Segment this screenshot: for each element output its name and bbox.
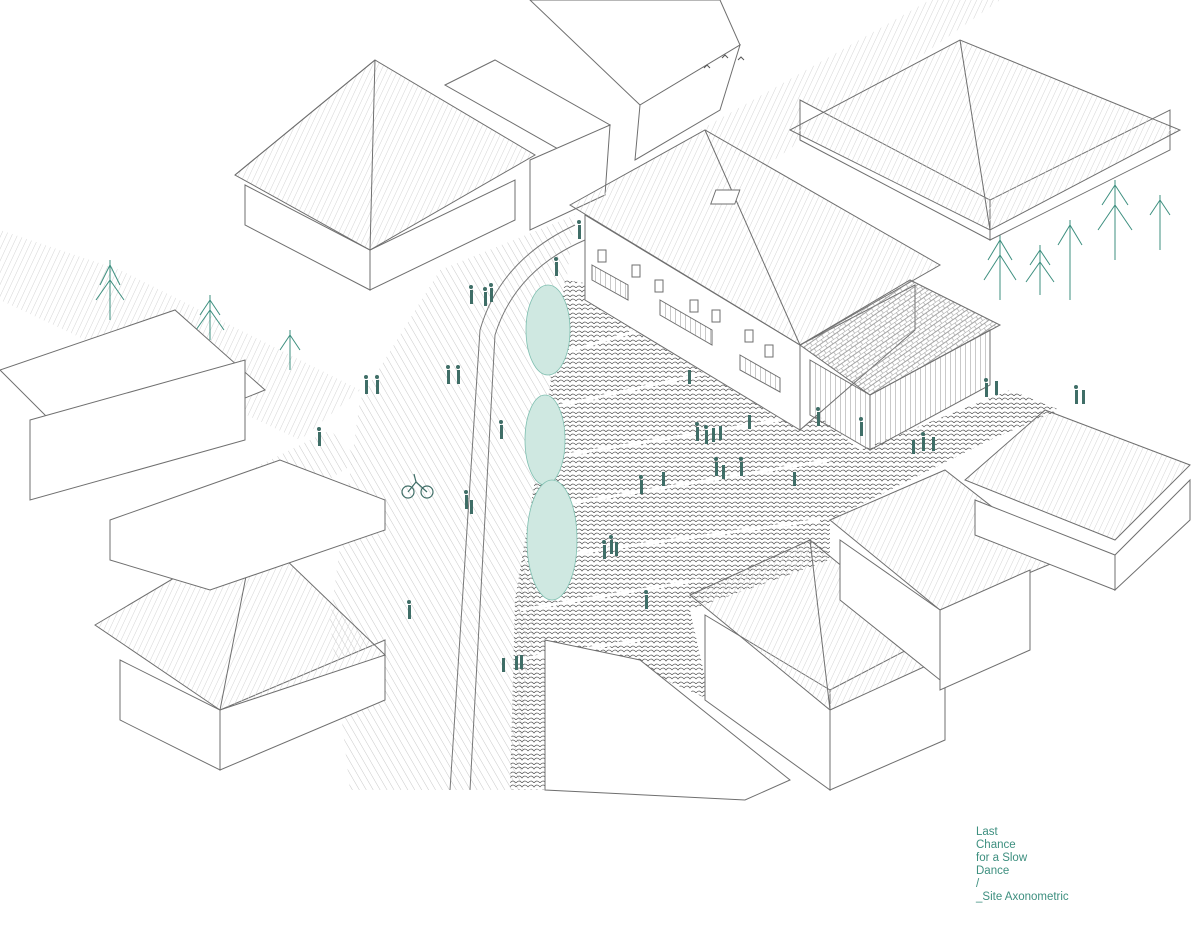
- upper-street: [700, 0, 1000, 170]
- street-curb-2: [469, 239, 586, 791]
- people: [317, 220, 1085, 672]
- cyclist: [401, 473, 434, 499]
- main-building-roof: [569, 129, 942, 346]
- piazza: [510, 280, 1060, 790]
- pavilion: [799, 279, 1002, 451]
- house-bottom-center: [689, 539, 951, 791]
- birds: [703, 54, 745, 69]
- caption-line: Last: [976, 826, 998, 838]
- conifer-trees: [95, 180, 1171, 370]
- drawing-caption: Last Chance for a Slow Dance / _Site Axo…: [976, 826, 1176, 904]
- house-right-1: [829, 469, 1061, 691]
- balconies: [591, 264, 781, 393]
- street-curb: [449, 224, 576, 791]
- caption-line: for a Slow: [976, 852, 1028, 864]
- windows: [597, 249, 774, 358]
- tree-canopies: [524, 284, 578, 601]
- caption-line: Chance: [976, 839, 1016, 851]
- caption-line: /: [976, 878, 980, 890]
- buildings: [0, 0, 1191, 801]
- cobbled-square: [510, 280, 1060, 790]
- house-top-center: [529, 0, 741, 161]
- house-bottom-left: [94, 459, 386, 771]
- house-left: [0, 309, 266, 501]
- caption-line: Dance: [976, 865, 1010, 877]
- house-top-right: [788, 39, 1182, 241]
- house-right-2: [964, 409, 1191, 592]
- house-top-left: [234, 59, 536, 291]
- caption-line: _Site Axonometric: [976, 891, 1069, 903]
- main-street: [330, 215, 575, 790]
- pavilion-roof: [799, 279, 1002, 396]
- house-bottom-street: [544, 639, 791, 801]
